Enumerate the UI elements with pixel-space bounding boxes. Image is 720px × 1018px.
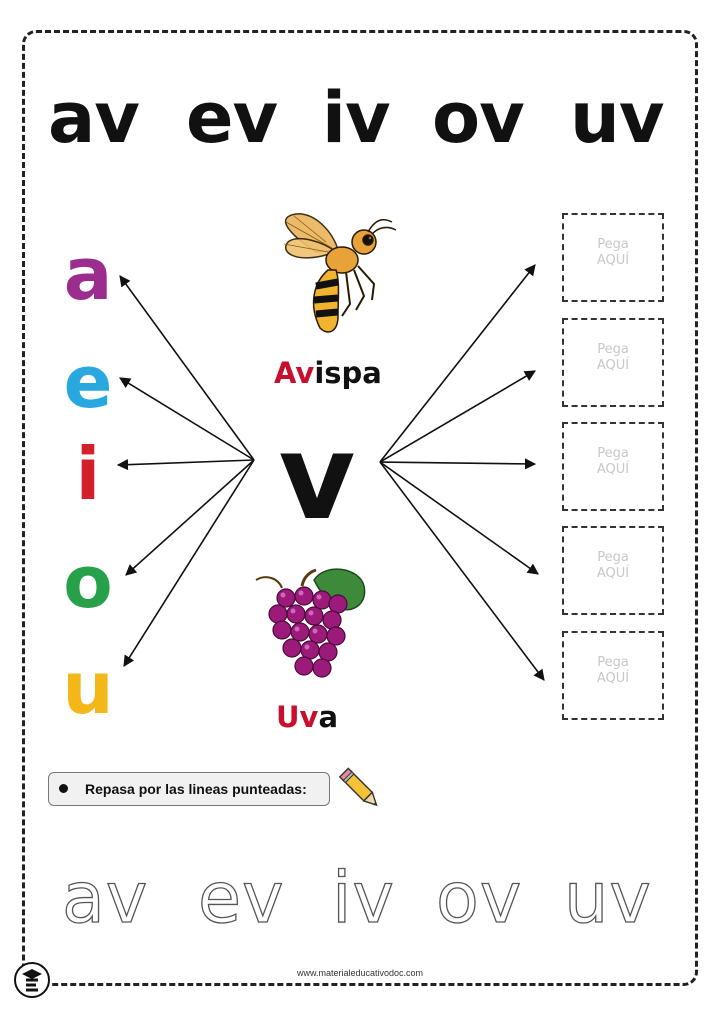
- paste-box-5-line2: AQUÍ: [596, 671, 630, 686]
- paste-box-3-line1: Pega: [597, 446, 629, 461]
- arrow-to-box-3: [379, 458, 537, 470]
- arrow-to-a: [119, 275, 255, 461]
- tracing-av: av: [61, 857, 149, 939]
- footer-url: www.materialeducativodoc.com: [296, 968, 424, 978]
- arrow-to-e: [119, 377, 255, 461]
- paste-box-5-line1: Pega: [597, 655, 629, 670]
- paste-box-4-line2: AQUÍ: [596, 566, 630, 581]
- word-avispa: Avispa: [274, 356, 382, 390]
- pencil-icon: [338, 767, 378, 807]
- paste-box-3-line2: AQUÍ: [596, 462, 630, 477]
- vowel-u: u: [62, 646, 114, 730]
- tracing-uv: uv: [563, 857, 652, 939]
- word-uva-rest: a: [318, 700, 339, 734]
- instruction-banner: Repasa por las lineas punteadas:: [48, 772, 330, 806]
- arrow-to-box-5: [379, 461, 545, 681]
- paste-box-1-line1: Pega: [597, 237, 629, 252]
- arrow-to-box-4: [379, 461, 539, 575]
- paste-box-4-line1: Pega: [597, 550, 629, 565]
- header-syllable-av: av: [48, 77, 140, 159]
- word-avispa-rest: ispa: [314, 356, 382, 390]
- grapes-illustration: [255, 568, 366, 678]
- arrow-to-box-1: [379, 264, 536, 463]
- paste-box-3[interactable]: Pega AQUÍ: [562, 422, 664, 511]
- header-syllable-ev: ev: [186, 77, 278, 159]
- vowel-i: i: [75, 432, 101, 516]
- word-avispa-highlight: Av: [274, 356, 315, 390]
- bullet-icon: [59, 784, 68, 793]
- logo-icon: [14, 962, 50, 998]
- tracing-ev: ev: [197, 857, 285, 939]
- tracing-ov: ov: [435, 857, 523, 939]
- header-syllable-iv: iv: [322, 77, 391, 159]
- arrow-to-o: [125, 459, 255, 576]
- header-syllable-ov: ov: [432, 77, 525, 159]
- worksheet-border: [22, 30, 698, 986]
- arrow-to-box-2: [379, 370, 536, 463]
- paste-box-2[interactable]: Pega AQUÍ: [562, 318, 664, 407]
- wasp-illustration: [283, 213, 397, 333]
- word-uva: Uva: [276, 700, 338, 734]
- arrow-to-i: [116, 459, 255, 471]
- header-syllable-uv: uv: [570, 77, 664, 159]
- vowel-e: e: [63, 340, 113, 424]
- word-uva-highlight: Uv: [276, 700, 319, 734]
- center-letter-v: v: [278, 408, 356, 546]
- vowel-a: a: [63, 232, 113, 316]
- arrow-to-u: [123, 459, 255, 667]
- paste-box-2-line2: AQUÍ: [596, 358, 630, 373]
- tracing-iv: iv: [331, 857, 395, 939]
- paste-box-1-line2: AQUÍ: [596, 253, 630, 268]
- paste-box-4[interactable]: Pega AQUÍ: [562, 526, 664, 615]
- vowel-o: o: [63, 540, 113, 624]
- paste-box-2-line1: Pega: [597, 342, 629, 357]
- instruction-text: Repasa por las lineas punteadas:: [85, 781, 307, 797]
- paste-box-5[interactable]: Pega AQUÍ: [562, 631, 664, 720]
- paste-box-1[interactable]: Pega AQUÍ: [562, 213, 664, 302]
